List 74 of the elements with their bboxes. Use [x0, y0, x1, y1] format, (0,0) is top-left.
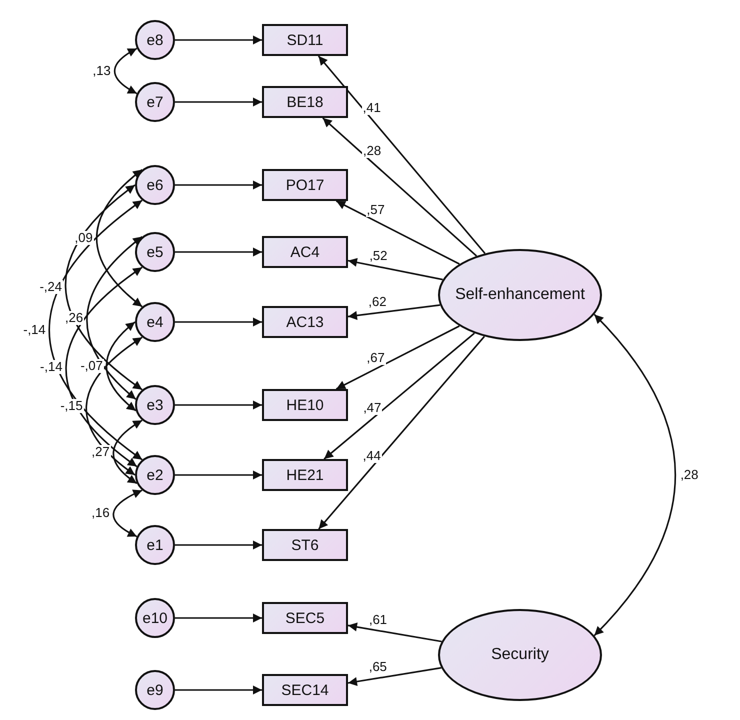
error-term-circle: e9 — [135, 670, 175, 710]
observed-variable-box: HE10 — [262, 389, 348, 421]
edge-label: ,26 — [64, 310, 84, 325]
observed-variable-box: AC13 — [262, 306, 348, 338]
edge-label: ,67 — [366, 350, 386, 365]
covariance-arrow — [114, 48, 138, 94]
edge-label: ,27 — [90, 444, 111, 459]
edge-label: ,28 — [362, 144, 382, 158]
covariance-arrow — [86, 236, 143, 400]
observed-variable-box: SEC14 — [262, 674, 348, 706]
edge-label: -,15 — [59, 399, 84, 414]
edge-label: ,16 — [90, 506, 111, 520]
edge-label: -,14 — [39, 360, 64, 374]
error-term-circle: e7 — [135, 82, 175, 122]
observed-variable-box: HE21 — [262, 459, 348, 491]
edge-label: -,14 — [22, 323, 47, 337]
edge-label: ,57 — [366, 203, 386, 218]
error-term-circle: e1 — [135, 525, 175, 565]
error-term-circle: e2 — [135, 455, 175, 495]
covariance-arrow — [112, 420, 143, 484]
observed-variable-box: ST6 — [262, 529, 348, 561]
observed-variable-box: SD11 — [262, 24, 348, 56]
edge-label: -,07 — [79, 359, 104, 374]
observed-variable-box: SEC5 — [262, 602, 348, 634]
observed-variable-box: AC4 — [262, 236, 348, 268]
error-term-circle: e4 — [135, 302, 175, 342]
error-term-circle: e3 — [135, 385, 175, 425]
observed-variable-box: PO17 — [262, 169, 348, 201]
error-term-circle: e8 — [135, 20, 175, 60]
path-arrow — [175, 98, 262, 106]
covariance-arrow — [594, 314, 676, 636]
path-arrow — [348, 622, 442, 642]
edge-label: ,65 — [368, 660, 388, 674]
error-term-circle: e6 — [135, 165, 175, 205]
path-arrow — [175, 400, 262, 410]
edge-label: ,61 — [368, 612, 388, 627]
covariance-arrow — [106, 321, 136, 412]
covariance-arrow — [65, 266, 143, 468]
path-arrow — [175, 686, 262, 694]
path-arrow — [324, 332, 475, 460]
edge-label: ,47 — [362, 400, 382, 415]
path-arrow — [322, 117, 478, 257]
path-arrow — [348, 258, 443, 280]
path-arrow — [318, 55, 486, 254]
path-arrow — [175, 180, 262, 190]
path-arrow — [336, 200, 460, 265]
covariance-arrow — [96, 169, 143, 308]
edge-label: ,09 — [74, 231, 94, 246]
path-arrow — [348, 304, 440, 320]
edge-label: ,28 — [679, 468, 700, 482]
error-term-circle: e10 — [135, 598, 175, 638]
covariance-arrow — [48, 200, 143, 460]
edge-label: ,44 — [362, 449, 382, 464]
path-arrow — [336, 325, 460, 390]
covariance-arrow — [64, 184, 143, 390]
error-term-circle: e5 — [135, 232, 175, 272]
path-arrow — [318, 336, 485, 530]
latent-variable-ellipse: Self-enhancement — [438, 249, 602, 341]
path-arrow — [175, 540, 262, 550]
path-arrow — [175, 248, 262, 256]
edge-label: -,24 — [38, 280, 63, 294]
observed-variable-box: BE18 — [262, 86, 348, 118]
path-arrow — [175, 614, 262, 622]
edge-label: ,41 — [362, 101, 382, 116]
path-arrow — [175, 36, 262, 44]
latent-variable-ellipse: Security — [438, 609, 602, 701]
edge-label: ,13 — [92, 64, 112, 78]
edge-label: ,62 — [367, 294, 388, 309]
covariance-arrow — [112, 490, 142, 538]
path-arrow — [175, 470, 262, 480]
path-arrow — [348, 667, 442, 686]
edge-label: ,52 — [368, 248, 388, 263]
path-arrow — [175, 318, 262, 326]
covariance-arrow — [86, 336, 143, 476]
